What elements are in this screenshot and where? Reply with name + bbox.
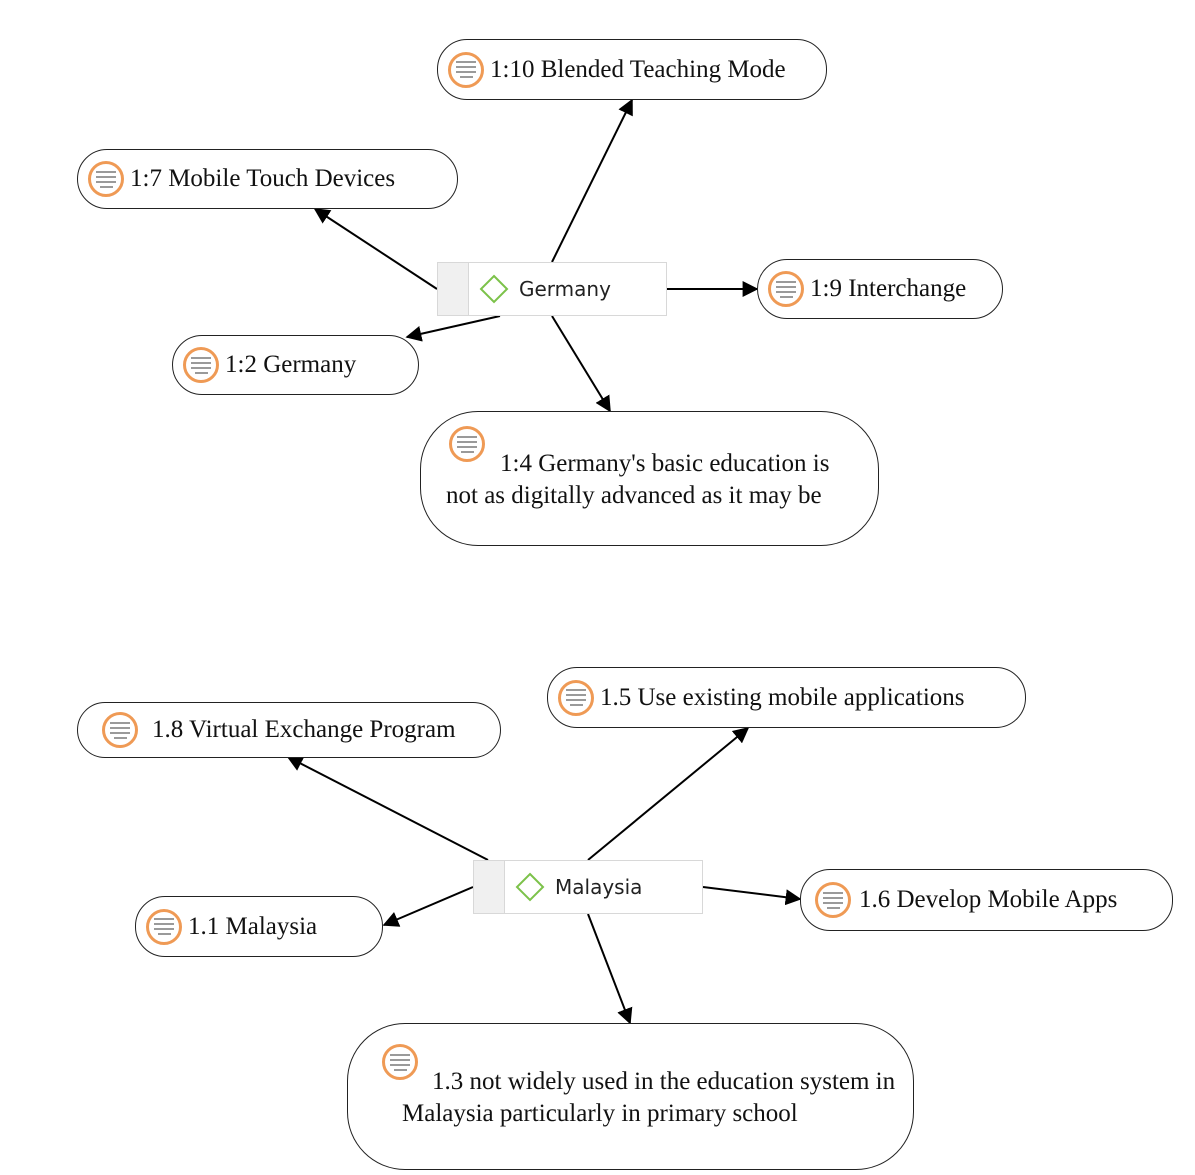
- code-node-germany[interactable]: Germany: [437, 262, 667, 316]
- edge-germany-to-1-4: [551, 315, 611, 413]
- quote-node-1-6[interactable]: 1.6 Develop Mobile Apps: [800, 869, 1173, 931]
- quote-label: 1:10 Blended Teaching Mode: [490, 55, 786, 83]
- quote-document-icon: [558, 679, 594, 716]
- edge-malaysia-to-1-3: [587, 913, 633, 1025]
- edge-malaysia-to-1-1: [382, 886, 474, 927]
- edge-germany-to-1-7: [313, 208, 438, 290]
- quote-node-1-2[interactable]: 1:2 Germany: [172, 335, 419, 395]
- quote-document-icon: [768, 271, 804, 307]
- quote-document-icon: [448, 51, 484, 88]
- quote-node-1-5[interactable]: 1.5 Use existing mobile applications: [547, 667, 1026, 728]
- quote-document-icon: [146, 908, 182, 945]
- edge-germany-to-1-10: [551, 98, 633, 263]
- diamond-code-icon: [479, 274, 509, 304]
- quote-label: 1.5 Use existing mobile applications: [600, 683, 965, 711]
- edge-malaysia-to-1-5: [587, 726, 750, 861]
- edge-malaysia-to-1-8: [286, 756, 489, 861]
- quote-node-1-8[interactable]: 1.8 Virtual Exchange Program: [77, 702, 501, 758]
- quote-label: 1:7 Mobile Touch Devices: [130, 165, 396, 192]
- diamond-code-icon: [515, 872, 545, 902]
- quote-document-icon: [815, 882, 851, 918]
- quote-node-1-9[interactable]: 1:9 Interchange: [757, 259, 1003, 319]
- quote-label: 1:2 Germany: [225, 351, 357, 378]
- edge-malaysia-to-1-6: [702, 886, 802, 906]
- code-node-malaysia[interactable]: Malaysia: [473, 860, 703, 914]
- quote-label: 1:9 Interchange: [810, 275, 967, 302]
- quote-node-1-7[interactable]: 1:7 Mobile Touch Devices: [77, 149, 458, 209]
- code-node-grip[interactable]: [438, 263, 469, 315]
- code-node-label: Germany: [519, 277, 611, 301]
- quote-document-icon: [88, 161, 124, 197]
- quote-label: 1.1 Malaysia: [188, 912, 318, 940]
- quote-document-icon: [102, 712, 138, 748]
- quote-node-1-1[interactable]: 1.1 Malaysia: [135, 896, 383, 957]
- quote-document-icon: [183, 347, 219, 383]
- quote-label: 1:4 Germany's basic education is not as …: [446, 450, 830, 509]
- quote-label: 1.6 Develop Mobile Apps: [859, 886, 1118, 913]
- quote-node-1-4[interactable]: 1:4 Germany's basic education is not as …: [420, 411, 879, 546]
- quote-document-icon: [382, 1044, 418, 1080]
- code-node-grip[interactable]: [474, 861, 505, 913]
- quote-label: 1.8 Virtual Exchange Program: [152, 716, 456, 743]
- edge-germany-to-1-2: [405, 315, 501, 342]
- quote-node-1-3[interactable]: 1.3 not widely used in the education sys…: [347, 1023, 914, 1170]
- code-node-label: Malaysia: [555, 875, 643, 899]
- quote-label: 1.3 not widely used in the education sys…: [402, 1068, 896, 1127]
- quote-document-icon: [449, 426, 485, 462]
- quote-node-1-10[interactable]: 1:10 Blended Teaching Mode: [437, 39, 827, 100]
